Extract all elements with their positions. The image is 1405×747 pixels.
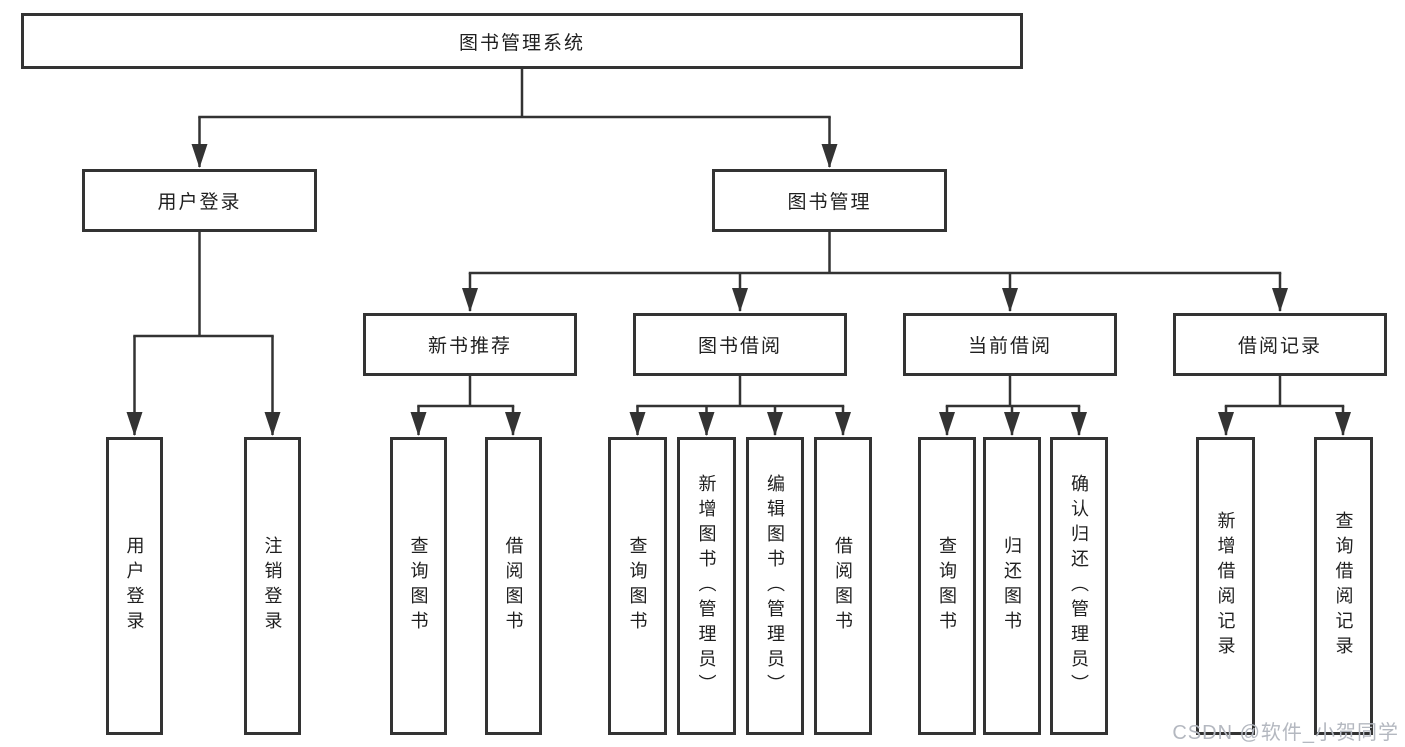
node-borrowing-records-label: 借阅记录: [1237, 336, 1322, 357]
leaf-add-borrow-record-label: 新增借阅记录: [1215, 511, 1236, 661]
node-book-borrowing-label: 图书借阅: [697, 336, 782, 357]
watermark: CSDN @软件_小贺同学: [1172, 722, 1399, 744]
leaf-query-books-3: 查询图书: [918, 437, 976, 735]
node-new-book-recommend: 新书推荐: [363, 313, 577, 376]
leaf-return-books: 归还图书: [983, 437, 1041, 735]
leaf-add-books-admin-label: 新增图书（管理员）: [696, 473, 717, 699]
leaf-query-books-3-label: 查询图书: [937, 536, 957, 636]
leaf-edit-books-admin: 编辑图书（管理员）: [746, 437, 804, 735]
leaf-query-borrow-record-label: 查询借阅记录: [1333, 511, 1354, 661]
leaf-query-books-2-label: 查询图书: [627, 536, 648, 636]
node-root-system-label: 图书管理系统: [458, 32, 585, 54]
node-current-borrowing-label: 当前借阅: [967, 336, 1052, 357]
leaf-return-books-label: 归还图书: [1002, 536, 1022, 636]
node-root-system: 图书管理系统: [21, 13, 1023, 69]
leaf-confirm-return-admin-label: 确认归还（管理员）: [1069, 473, 1089, 699]
node-book-borrowing: 图书借阅: [633, 313, 847, 376]
leaf-user-login-label: 用户登录: [124, 536, 145, 636]
node-new-book-recommend-label: 新书推荐: [427, 336, 512, 357]
node-borrowing-records: 借阅记录: [1173, 313, 1387, 376]
node-user-login: 用户登录: [82, 169, 317, 232]
leaf-logout-label: 注销登录: [262, 536, 283, 636]
leaf-user-login: 用户登录: [106, 437, 163, 735]
leaf-edit-books-admin-label: 编辑图书（管理员）: [765, 473, 785, 699]
leaf-query-books-1-label: 查询图书: [408, 536, 429, 636]
leaf-add-books-admin: 新增图书（管理员）: [677, 437, 736, 735]
leaf-add-borrow-record: 新增借阅记录: [1196, 437, 1255, 735]
leaf-confirm-return-admin: 确认归还（管理员）: [1050, 437, 1108, 735]
leaf-query-books-1: 查询图书: [390, 437, 447, 735]
leaf-borrow-books-1-label: 借阅图书: [503, 536, 524, 636]
node-book-management-label: 图书管理: [787, 192, 872, 213]
node-current-borrowing: 当前借阅: [903, 313, 1117, 376]
leaf-query-borrow-record: 查询借阅记录: [1314, 437, 1373, 735]
node-user-login-label: 用户登录: [157, 192, 242, 213]
leaf-query-books-2: 查询图书: [608, 437, 667, 735]
leaf-borrow-books-1: 借阅图书: [485, 437, 542, 735]
node-book-management: 图书管理: [712, 169, 947, 232]
leaf-borrow-books-2-label: 借阅图书: [833, 536, 853, 636]
leaf-logout: 注销登录: [244, 437, 301, 735]
leaf-borrow-books-2: 借阅图书: [814, 437, 872, 735]
